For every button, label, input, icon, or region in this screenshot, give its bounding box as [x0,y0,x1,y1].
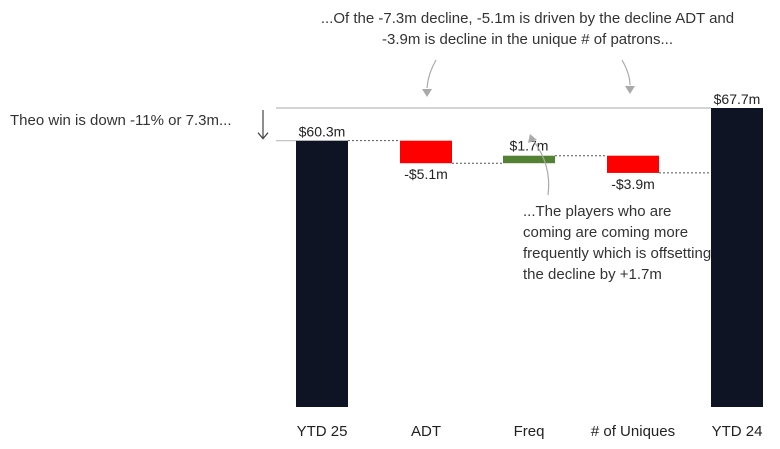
data-labels: $60.3m-$5.1m$1.7m-$3.9m$67.7m [299,91,761,192]
annotation-arrow-adt [426,59,437,89]
annotation-right: ...The players who are coming are coming… [523,203,712,283]
bar-adt [400,140,452,164]
x-tick-label-ytd-24: YTD 24 [712,423,763,440]
annotation-top: ...Of the -7.3m decline, -5.1m is driven… [320,10,735,48]
bar-of-uniques [607,155,659,173]
annotation-arrow-freq [532,139,550,196]
connector-lines [348,140,711,174]
x-tick-label-freq: Freq [514,423,545,440]
arrow-head-icon [422,89,432,97]
x-tick-label-of-uniques: # of Uniques [591,423,675,440]
annotation-arrows [422,59,635,196]
annotation-left: Theo win is down -11% or 7.3m... [10,112,232,129]
bar-ytd-25 [296,140,348,407]
arrow-head-icon [625,86,635,94]
bars [296,108,763,407]
data-label-ytd-24: $67.7m [714,91,761,107]
arrow-head-icon [528,134,537,143]
data-label-of-uniques: -$3.9m [611,176,655,192]
bar-ytd-24 [711,108,763,407]
data-label-ytd-25: $60.3m [299,124,346,140]
x-tick-label-ytd-25: YTD 25 [297,423,348,440]
down-arrow-icon [257,110,269,140]
x-axis-tick-labels: YTD 25 ADT Freq # of Uniques YTD 24 [297,423,763,440]
reference-lines [257,107,711,142]
x-tick-label-adt: ADT [411,423,441,440]
data-label-adt: -$5.1m [404,166,448,182]
annotation-arrow-uniques [621,59,631,86]
bar-freq [503,155,555,164]
